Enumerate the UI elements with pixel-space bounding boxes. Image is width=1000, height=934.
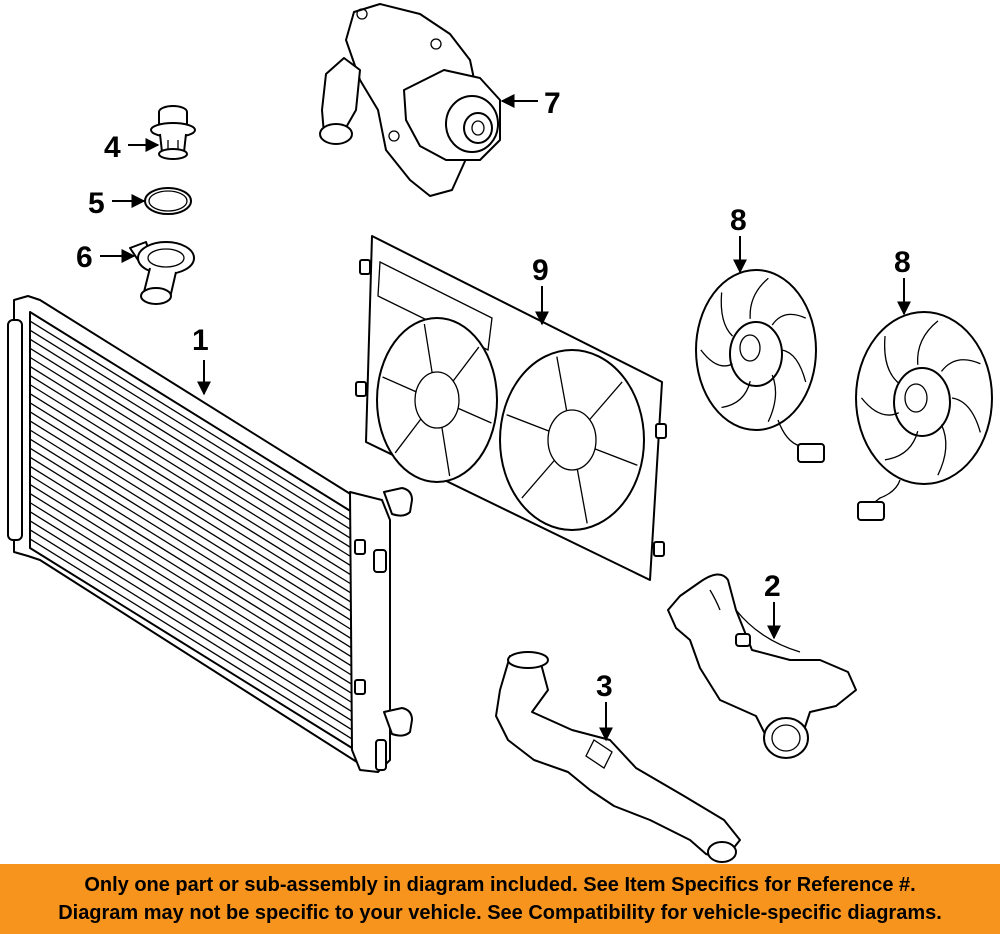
callout-1: 1 [192, 324, 209, 357]
callout-2: 2 [764, 570, 781, 603]
disclaimer-line-1: Only one part or sub-assembly in diagram… [84, 874, 916, 896]
callout-9: 9 [532, 254, 549, 287]
upper-hose-part [667, 573, 857, 759]
thermostat-housing-part [129, 241, 195, 305]
water-pump-part [319, 3, 501, 197]
callout-7: 7 [544, 87, 561, 120]
fan-assembly-right [855, 311, 993, 521]
shroud-spokes [382, 323, 638, 524]
callout-8-left: 8 [730, 204, 747, 237]
callout-3: 3 [596, 670, 613, 703]
radiator-fins [29, 311, 353, 749]
lower-hose-part [495, 651, 741, 863]
callout-6: 6 [76, 241, 93, 274]
disclaimer-banner: Only one part or sub-assembly in diagram… [0, 864, 1000, 934]
disclaimer-line-2: Diagram may not be specific to your vehi… [58, 902, 942, 924]
radiator-part [7, 295, 413, 773]
fan-right-blades [860, 320, 981, 476]
fan-shroud-part [355, 235, 667, 581]
leader-lines [100, 94, 911, 742]
thermostat-part [150, 105, 196, 160]
fan-left-blades [700, 277, 807, 423]
fan-assembly-left [695, 269, 825, 463]
parts-diagram: 1 2 3 4 5 6 7 8 8 9 [7, 3, 993, 863]
callout-4: 4 [104, 131, 121, 164]
o-ring-part [144, 187, 192, 215]
callout-5: 5 [88, 187, 105, 220]
callout-8-right: 8 [894, 246, 911, 279]
